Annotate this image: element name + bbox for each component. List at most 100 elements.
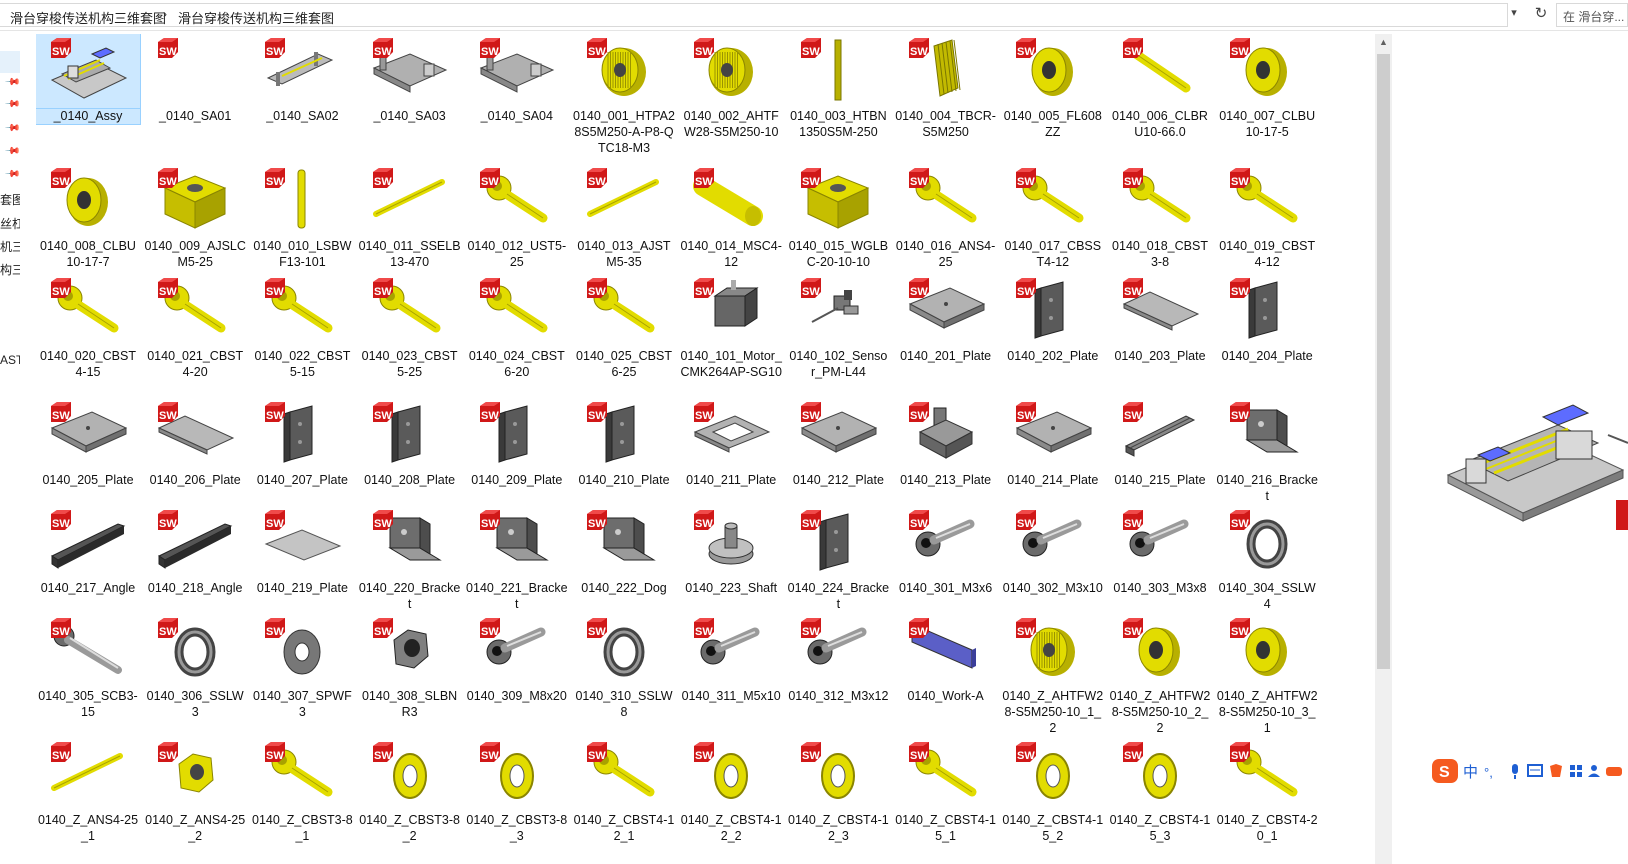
nav-item[interactable]: 机三	[0, 240, 20, 254]
toolbox-icon[interactable]	[1570, 765, 1582, 777]
pin-icon[interactable]: 📌	[3, 120, 20, 137]
nav-item[interactable]: 套图	[0, 193, 20, 207]
nav-item[interactable]: AST	[0, 353, 20, 367]
breadcrumb[interactable]: 滑台穿梭传送机构三维套图 › 滑台穿梭传送机构三维套图	[0, 3, 1508, 27]
pin-icon[interactable]: 📌	[3, 166, 20, 183]
refresh-icon[interactable]: ↻	[1534, 5, 1548, 22]
breadcrumb-item[interactable]: 滑台穿梭传送机构三维套图	[10, 11, 167, 26]
microphone-icon[interactable]	[1512, 764, 1518, 779]
pin-icon[interactable]: 📌	[3, 96, 20, 113]
ime-lang-toggle[interactable]: 中	[1463, 763, 1478, 781]
search-input[interactable]: 在 滑台穿...	[1556, 3, 1628, 27]
keyboard-icon[interactable]	[1527, 764, 1543, 777]
skin-icon[interactable]	[1550, 764, 1562, 777]
chevron-down-icon[interactable]: ▾	[1511, 7, 1517, 19]
breadcrumb-item[interactable]: 滑台穿梭传送机构三维套图	[178, 11, 335, 26]
nav-item[interactable]: 丝杠	[0, 217, 20, 231]
ime-punctuation-toggle[interactable]: °,	[1484, 765, 1493, 780]
more-icon[interactable]	[1606, 767, 1622, 776]
file-item[interactable]: SW_0140_SA04	[465, 34, 569, 124]
user-icon[interactable]	[1588, 765, 1600, 777]
vertical-scrollbar[interactable]: ▲	[1375, 34, 1392, 864]
nav-item[interactable]: 构三	[0, 263, 20, 277]
pin-icon[interactable]: 📌	[3, 74, 20, 91]
file-item[interactable]: SW_0140_SA01	[143, 34, 247, 124]
file-item[interactable]: SW_0140_Assy	[36, 34, 141, 125]
chevron-right-icon[interactable]: ›	[163, 7, 167, 21]
sogou-logo-icon[interactable]: S	[1432, 759, 1458, 783]
scrollbar-thumb[interactable]	[1377, 54, 1390, 669]
